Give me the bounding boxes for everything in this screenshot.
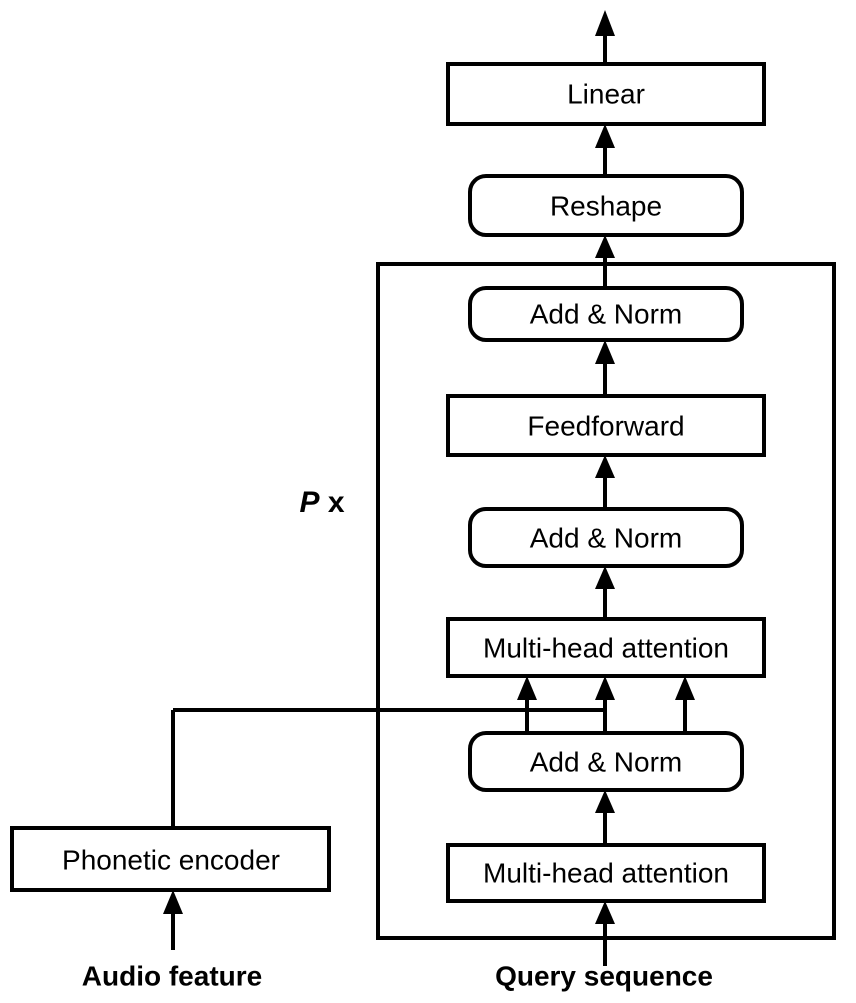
reshape-label: Reshape [550, 191, 662, 222]
add-norm-mid-label: Add & Norm [530, 523, 683, 554]
audio-feature-label: Audio feature [82, 961, 262, 992]
arrow-up-icon [595, 790, 615, 813]
arrow-up-icon [595, 455, 615, 478]
arrowheads [163, 10, 695, 924]
connectors [171, 36, 687, 966]
arrow-up-icon [595, 566, 615, 589]
feedforward-label: Feedforward [527, 411, 684, 442]
phonetic-encoder-block [10, 826, 331, 892]
add-norm-low-label: Add & Norm [530, 747, 683, 778]
arrow-up-icon [163, 890, 183, 914]
self-attention-block [446, 843, 766, 903]
repeat-count-label: P x [299, 486, 344, 519]
self-attention-label: Multi-head attention [483, 858, 729, 889]
arrow-up-icon [595, 235, 615, 258]
linear-label: Linear [567, 79, 645, 110]
repeat-suffix: x [319, 486, 344, 519]
arrow-up-icon [675, 676, 695, 700]
add-norm-low-block [468, 731, 744, 792]
linear-block [446, 62, 766, 126]
reshape-block [468, 174, 744, 237]
arrow-up-icon [595, 340, 615, 364]
query-sequence-label: Query sequence [495, 961, 713, 992]
add-norm-top-label: Add & Norm [530, 299, 683, 330]
cross-attention-block [446, 617, 766, 678]
phonetic-encoder-label: Phonetic encoder [62, 845, 280, 876]
arrow-up-icon [595, 901, 615, 924]
arrow-up-icon [595, 124, 615, 148]
output-arrow-icon [595, 10, 615, 36]
cross-attention-label: Multi-head attention [483, 633, 729, 664]
add-norm-top-block [468, 286, 744, 342]
add-norm-mid-block [468, 507, 744, 568]
feedforward-block [446, 394, 766, 457]
arrow-up-icon [595, 676, 615, 700]
repeat-symbol: P [299, 486, 320, 519]
arrow-up-icon [517, 676, 537, 700]
